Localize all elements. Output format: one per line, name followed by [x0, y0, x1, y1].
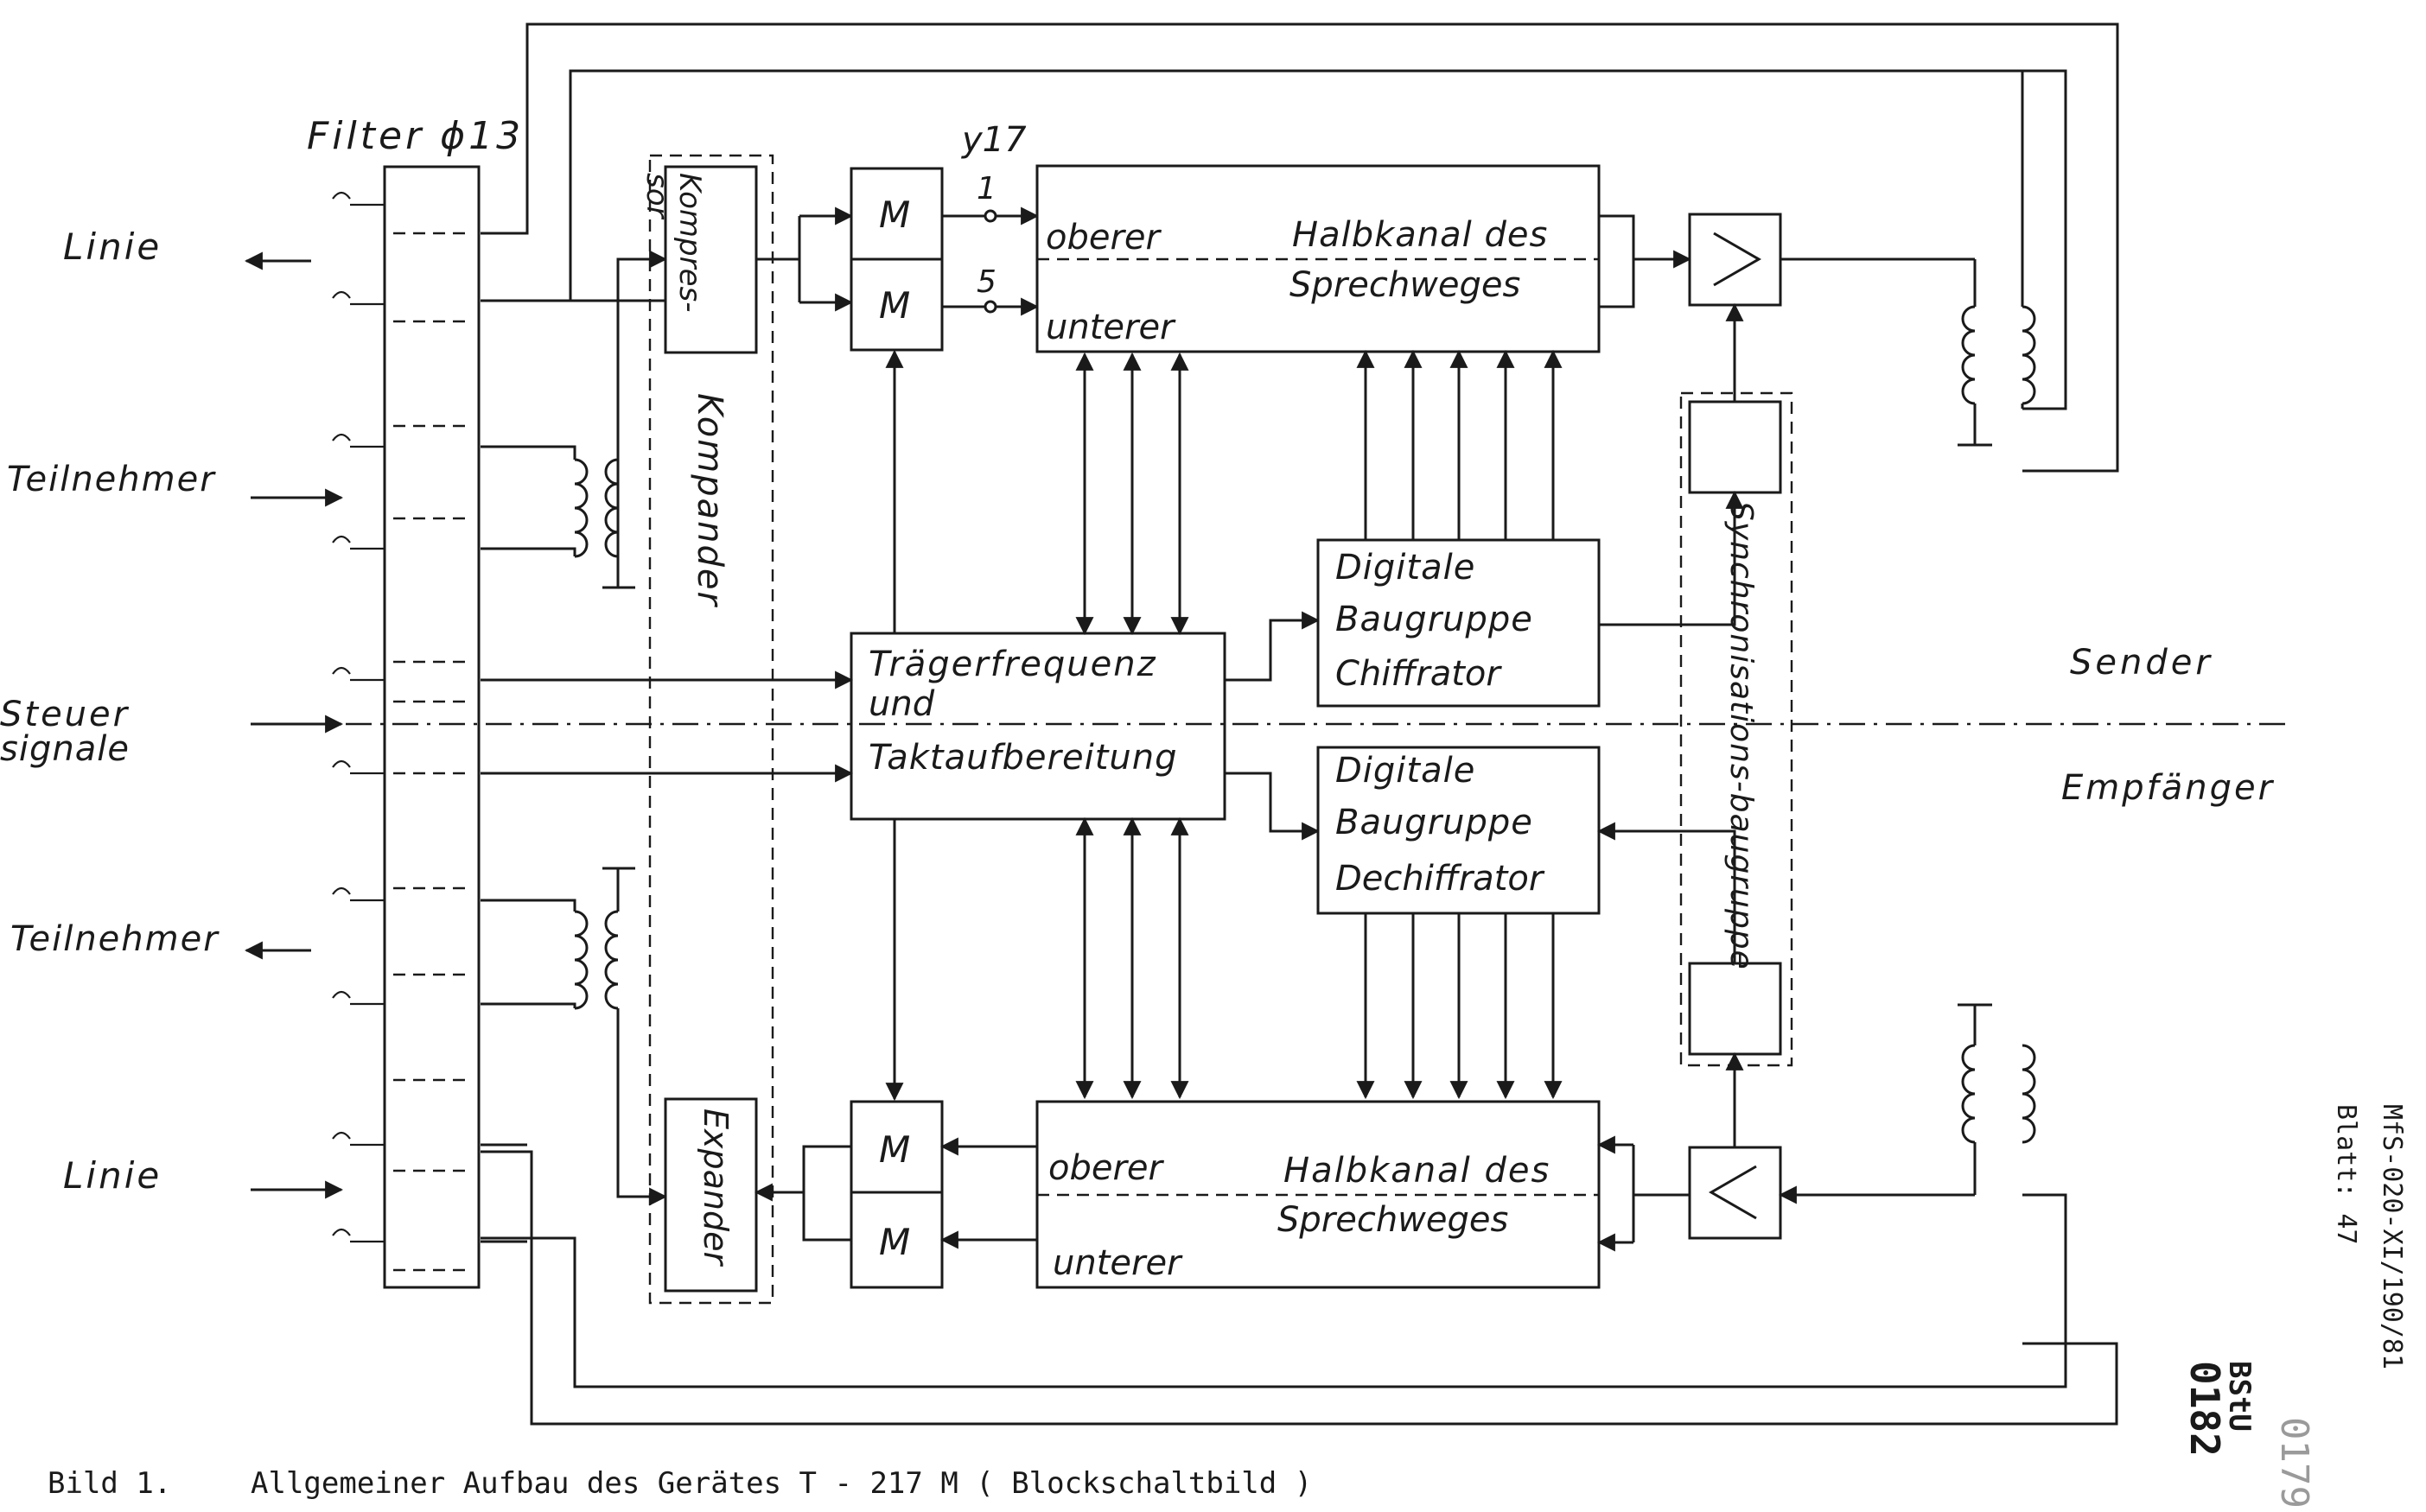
kompressor-label-1: Kompres- [672, 173, 707, 312]
kompander-group: Kompres- sor Kompander Expander [640, 154, 774, 1305]
modulator-m1 [850, 167, 944, 261]
margin-blatt: Blatt: 47 [2331, 1104, 2361, 1245]
label-empfaenger: Empfänger [2061, 768, 2275, 808]
outer-loop-bottom [481, 1150, 2118, 1426]
halbkanal-bottom-oberer: oberer [1048, 1148, 1165, 1188]
halbkanal-top-title: Halbkanal des [1292, 215, 1548, 255]
caption: Bild 1. Allgemeiner Aufbau des Gerätes T… [48, 1466, 1312, 1501]
caption-text: Allgemeiner Aufbau des Gerätes T - 217 M… [251, 1466, 1312, 1501]
pin-1: 1 [977, 171, 997, 206]
caption-number: Bild 1. [48, 1466, 171, 1501]
expander-label: Expander [697, 1109, 735, 1267]
chiffrator-l1: Digitale [1335, 548, 1475, 588]
expander-box [664, 1097, 758, 1293]
amplifier-top [1688, 213, 1975, 307]
left-terminals [332, 191, 385, 1243]
margin-bstu: BStU [2222, 1361, 2257, 1432]
halbkanal-top-out [1599, 214, 1692, 308]
margin-ref: MfS-020-XI/190/81 [2377, 1104, 2407, 1369]
filter-label: Filter ϕ13 [307, 114, 524, 158]
sync-box-top [1688, 400, 1782, 494]
label-steuer: Steuer [0, 695, 130, 734]
dechiffrator-links [1356, 822, 1736, 1100]
traeger-l2: und [869, 684, 935, 724]
pin-y17: y17 [961, 120, 1027, 160]
filter-block: Filter ϕ13 [307, 114, 524, 1289]
kompressor-label-2: sor [640, 173, 674, 220]
halbkanal-bottom-in [1596, 1135, 1690, 1252]
halbkanal-bottom-unterer: unterer [1053, 1243, 1183, 1283]
traeger-l3: Taktaufbereitung [869, 738, 1177, 778]
modulator-m2-label: M [879, 284, 910, 327]
modulators-bottom: M M [754, 1100, 1037, 1289]
chiffrator-block: Digitale Baugruppe Chiffrator [1316, 538, 1601, 708]
halbkanal-bottom-sub: Sprechweges [1277, 1200, 1508, 1240]
amplifier-bottom [1688, 1146, 1975, 1240]
halbkanal-bottom-title: Halbkanal des [1283, 1151, 1550, 1191]
halbkanal-top-unterer: unterer [1046, 308, 1176, 347]
sync-label: Synchronisations-baugruppe [1723, 501, 1759, 970]
margin-bstu-num: 0182 [2181, 1361, 2228, 1457]
sync-group: Synchronisations-baugruppe [1679, 302, 1793, 1147]
modulator-m4 [850, 1191, 944, 1289]
kompressor-box [664, 165, 758, 354]
chiffrator-l3: Chiffrator [1335, 654, 1502, 694]
transformer-right-top [1958, 71, 2036, 447]
traeger-links [885, 349, 1189, 1102]
halbkanal-top-oberer: oberer [1046, 218, 1162, 257]
chiffrator-links [1356, 349, 1744, 626]
left-arrows [244, 251, 344, 1199]
sync-box-bottom [1688, 962, 1782, 1056]
modulator-m2 [850, 257, 944, 352]
traeger-l1: Trägerfrequenz [869, 645, 1157, 684]
kompressor-outputs [481, 206, 854, 312]
kompander-label: Kompander [690, 393, 729, 607]
margin-marks: MfS-020-XI/190/81 Blatt: 47 BStU 0182 01… [2181, 1104, 2407, 1509]
traeger-block: Trägerfrequenz und Taktaufbereitung [850, 632, 1226, 821]
label-signale: signale [0, 729, 130, 769]
chiffrator-l2: Baugruppe [1335, 600, 1533, 639]
sender-empfaenger-divider: Sender Empfänger [252, 643, 2290, 808]
halbkanal-bottom: oberer Halbkanal des Sprechweges unterer [1035, 1100, 1601, 1289]
halbkanal-top-sub: Sprechweges [1289, 265, 1520, 305]
dechiffrator-block: Digitale Baugruppe Dechiffrator [1316, 746, 1601, 915]
traeger-to-digital [1225, 611, 1321, 841]
traeger-inputs [481, 670, 854, 783]
transformer-right-bottom [1958, 1003, 2036, 1195]
modulator-m3-label: M [879, 1128, 910, 1171]
label-linie-top: Linie [63, 226, 162, 268]
label-teilnehmer-top: Teilnehmer [7, 460, 216, 499]
left-labels: Linie Teilnehmer Steuer signale Teilnehm… [0, 226, 220, 1197]
transformer-left-bottom [481, 867, 668, 1206]
label-sender: Sender [2070, 643, 2213, 683]
margin-page: 0179 [2272, 1417, 2316, 1509]
dechiffrator-l2: Baugruppe [1335, 803, 1533, 842]
pin-5: 5 [977, 264, 997, 300]
transformer-left-top [481, 250, 668, 589]
modulator-m4-label: M [879, 1221, 910, 1263]
label-teilnehmer-bottom: Teilnehmer [10, 919, 220, 959]
halbkanal-top: oberer Halbkanal des Sprechweges unterer [1035, 164, 1601, 353]
dechiffrator-l3: Dechiffrator [1335, 859, 1545, 899]
dechiffrator-l1: Digitale [1335, 751, 1475, 791]
modulators-top: M M y17 1 5 [850, 120, 1040, 352]
expander-output [481, 1143, 527, 1243]
modulator-m1-label: M [879, 194, 910, 236]
label-linie-bottom: Linie [63, 1154, 162, 1197]
